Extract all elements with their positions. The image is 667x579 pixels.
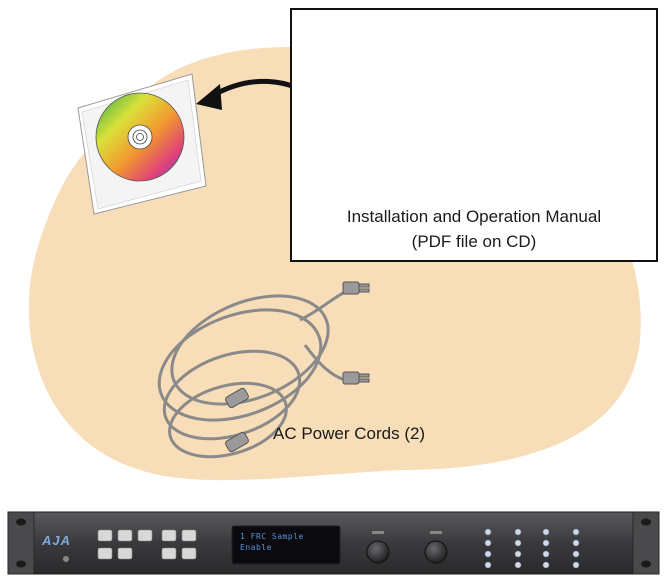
power-cords-label: AC Power Cords (2): [273, 424, 426, 443]
lcd-line-2: Enable: [240, 543, 272, 552]
plug-icon: [225, 281, 370, 453]
lcd-display: [231, 525, 341, 565]
manual-title: Installation and Operation Manual: [346, 207, 602, 226]
status-leds: [484, 528, 580, 569]
cd-icon: [77, 73, 207, 215]
lcd-line-1: 1 FRC Sample: [240, 532, 304, 541]
power-cord-icon: [157, 290, 346, 459]
knob-icon: [366, 531, 448, 564]
device-brand-logo: AJA: [42, 533, 72, 548]
manual-callout-box: Installation and Operation Manual (PDF f…: [290, 8, 658, 262]
panel-buttons: [97, 529, 197, 560]
manual-subtitle: (PDF file on CD): [411, 232, 537, 251]
